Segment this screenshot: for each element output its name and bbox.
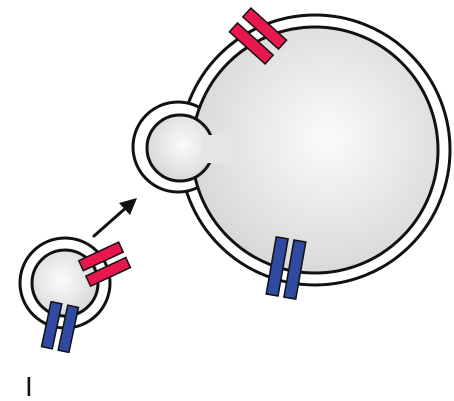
fusion-arrow xyxy=(94,198,137,236)
bud-neck-inner xyxy=(202,135,232,163)
panel-label: I xyxy=(25,371,33,401)
large-budding-cell xyxy=(133,15,450,285)
arrow-shaft xyxy=(94,206,128,236)
